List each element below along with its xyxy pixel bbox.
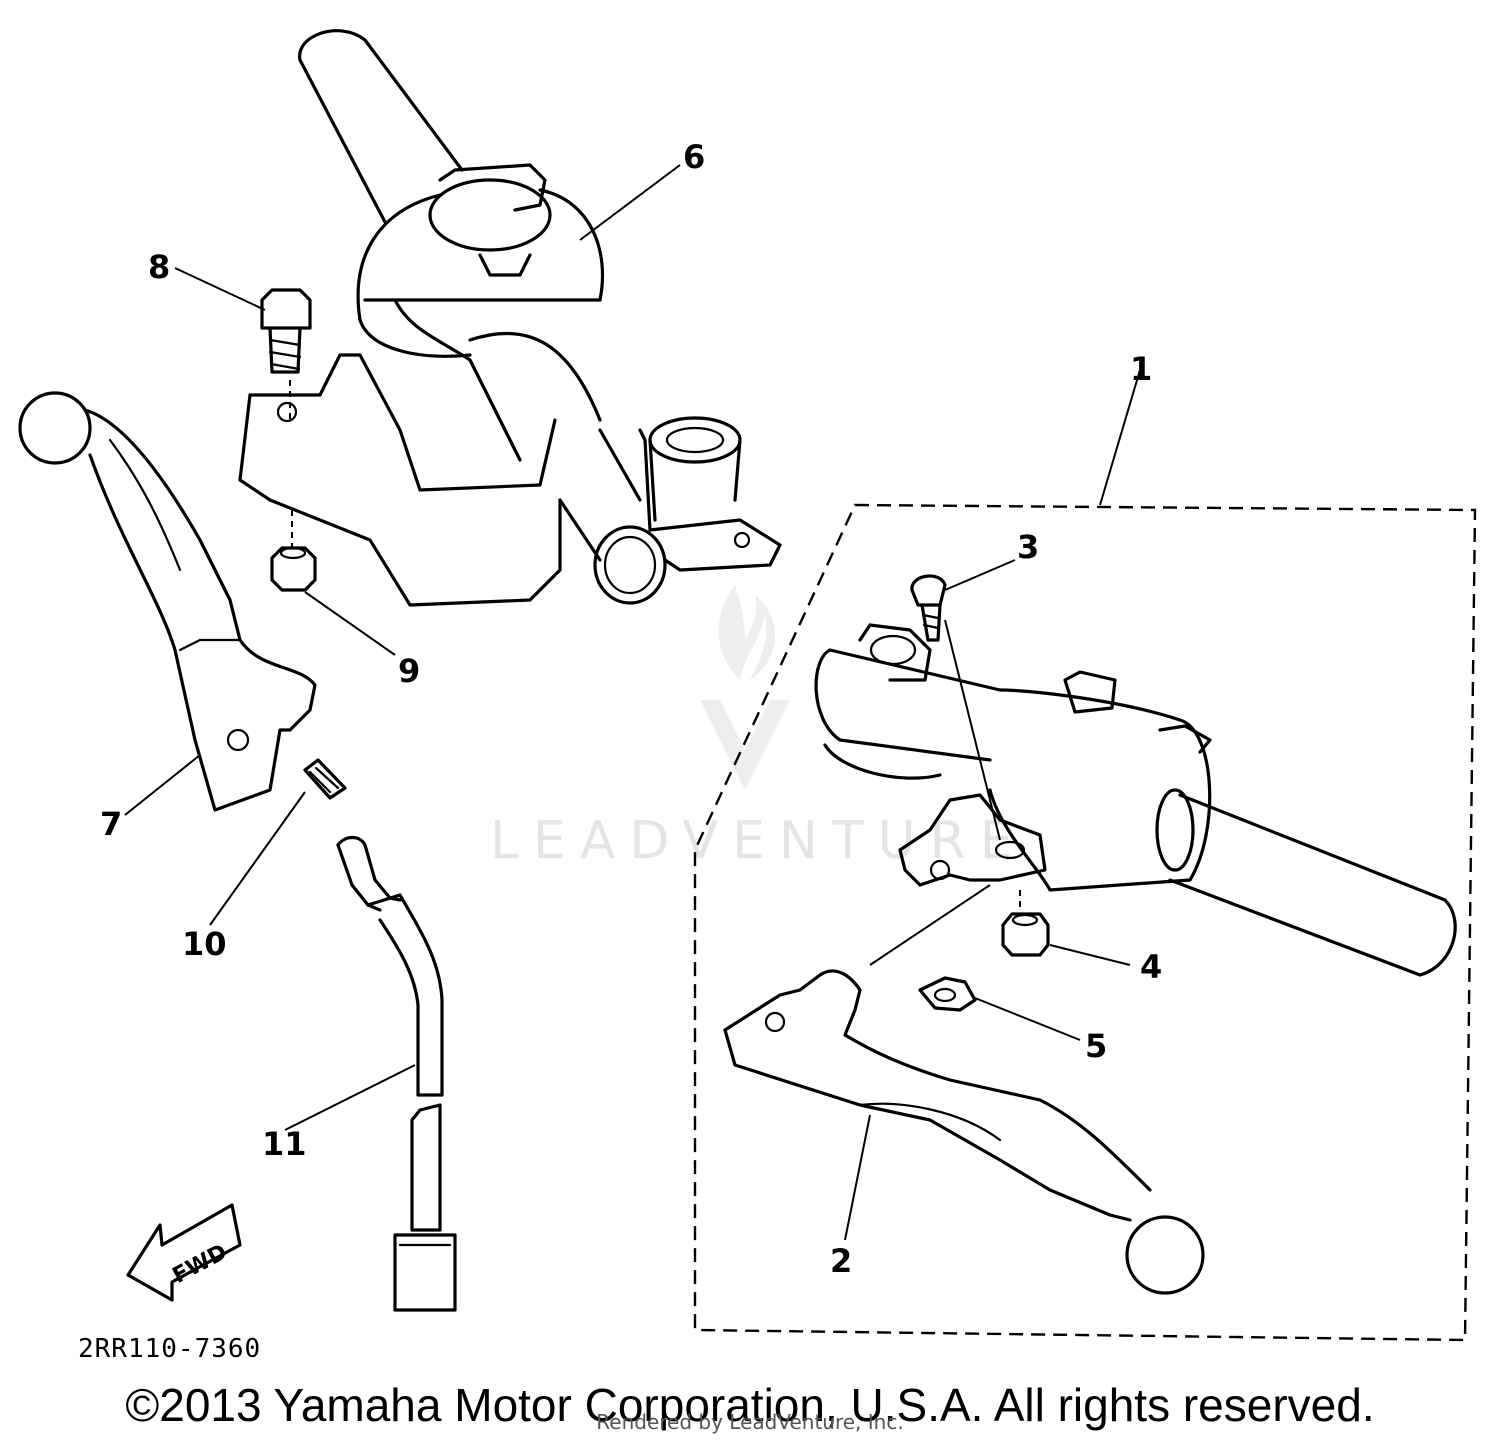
watermark: LEADVENTURE <box>490 585 1027 871</box>
bolt-part-3 <box>910 574 947 642</box>
drawing-code: 2RR110-7360 <box>78 1334 261 1364</box>
nut-part-9 <box>270 510 317 592</box>
bolt-part-8 <box>260 288 312 420</box>
lever-part-7 <box>18 391 317 812</box>
label-part-1: 1 <box>1130 350 1152 388</box>
fwd-arrow: FWD <box>126 1203 242 1302</box>
rendered-by-note: Rendered by LeadVenture, Inc. <box>596 1410 904 1434</box>
leader-lines <box>124 164 1131 1241</box>
brake-master-cylinder <box>814 619 1457 977</box>
label-part-9: 9 <box>398 652 420 690</box>
label-part-6: 6 <box>683 138 705 176</box>
label-part-11: 11 <box>262 1125 307 1163</box>
label-part-7: 7 <box>100 805 122 843</box>
cable-part-11 <box>336 835 457 1312</box>
spring-part-10 <box>303 758 347 800</box>
label-part-5: 5 <box>1085 1027 1107 1065</box>
nut-part-4 <box>1001 890 1050 957</box>
label-part-8: 8 <box>148 248 170 286</box>
leadventure-logo-icon <box>700 585 790 790</box>
fwd-label: FWD <box>169 1240 232 1289</box>
label-part-3: 3 <box>1017 528 1039 566</box>
copyright-notice: ©2013 Yamaha Motor Corporation, U.S.A. A… <box>125 1379 1375 1431</box>
label-part-10: 10 <box>182 925 227 963</box>
label-part-2: 2 <box>830 1242 852 1280</box>
throttle-housing <box>238 29 782 607</box>
part-labels: 1 2 3 4 5 6 7 8 9 10 11 <box>100 138 1162 1280</box>
assembly-box-part-1 <box>693 369 1477 1342</box>
label-part-4: 4 <box>1140 948 1162 986</box>
watermark-text: LEADVENTURE <box>490 811 1027 871</box>
lever-part-2 <box>723 969 1205 1295</box>
washer-part-5 <box>918 976 977 1012</box>
